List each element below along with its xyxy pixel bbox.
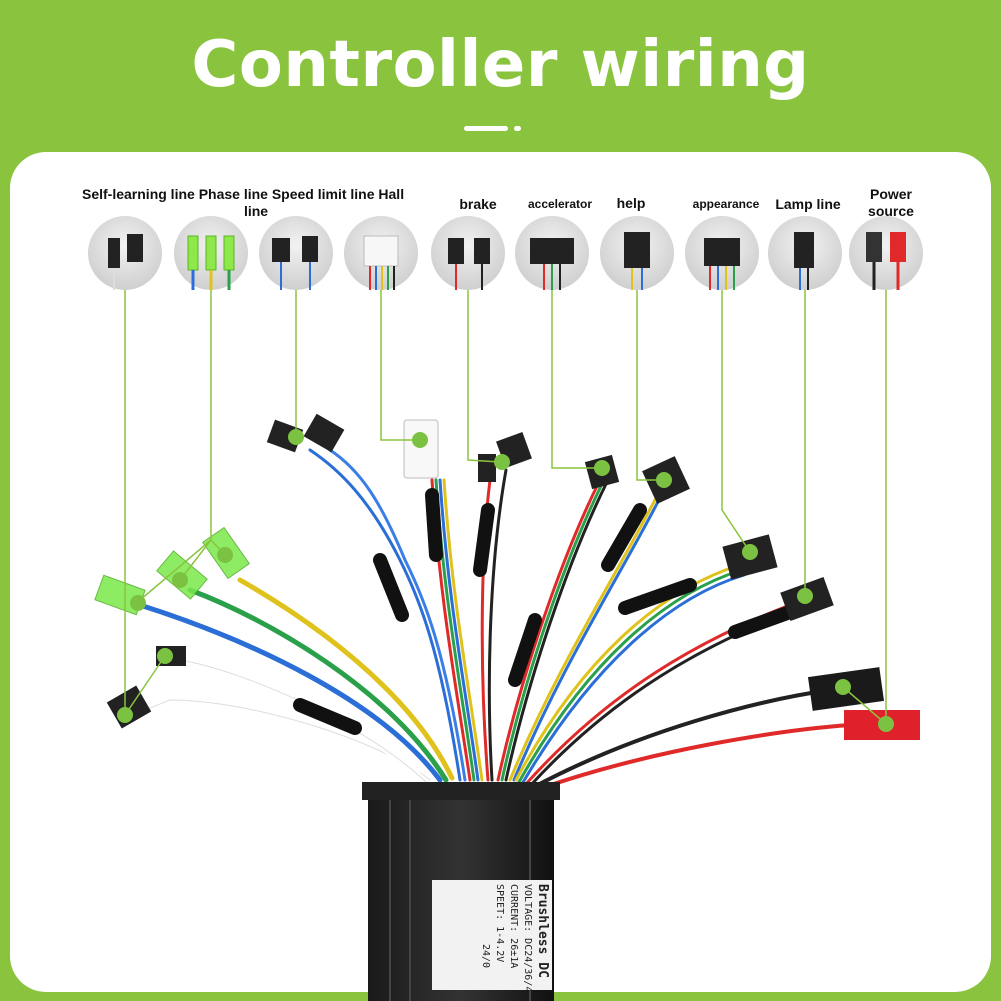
label-line: line (243, 203, 269, 219)
leader-appearance (721, 290, 751, 553)
thumb-appearance (685, 216, 759, 290)
wire-harness (137, 448, 852, 792)
wire-appear-yellow (514, 563, 742, 782)
dot-help (656, 472, 672, 488)
leader-hall (380, 290, 420, 441)
leader-lines (124, 290, 887, 725)
leader-accelerator (551, 290, 600, 469)
wire-phase-green (187, 587, 449, 783)
conn-brake-1 (478, 454, 496, 482)
controller-label-text: Brushless DC VOLTAGE: DC24/36/4 CURRENT:… (432, 880, 552, 990)
wire-brake-black (487, 468, 508, 782)
controller-box (362, 782, 560, 1001)
dot-phase-2 (172, 572, 188, 588)
wire-phase-blue (137, 602, 443, 783)
title-underline-dot (514, 126, 521, 131)
label-lamp-line: Lamp line (775, 196, 841, 212)
dot-power-1 (835, 679, 851, 695)
sleeve-lamp (728, 605, 797, 639)
sleeve-accel (508, 613, 542, 687)
controller-label (432, 880, 552, 990)
conn-speed-2 (303, 413, 345, 453)
wire-help-blue (512, 488, 666, 782)
label-model: 24/0 (480, 944, 491, 969)
leader-brake (467, 290, 501, 463)
thumb-self-learning (88, 216, 162, 290)
dot-self-learning-2 (157, 648, 173, 664)
wire-phase-yellow (237, 577, 455, 781)
wire-power-red (534, 723, 852, 792)
dot-brake (494, 454, 510, 470)
sleeve-help (601, 503, 647, 572)
marker-dots (117, 429, 894, 732)
sleeve-brake (473, 503, 495, 577)
label-brushless: Brushless DC (535, 884, 550, 978)
label-speet: SPEET: 1-4.2V (494, 884, 505, 963)
wire-hall-yellow (442, 478, 484, 782)
sleeve-appearance (618, 578, 697, 615)
wire-help-yellow (508, 488, 662, 782)
label-source: source (868, 203, 914, 219)
dot-self-learning-1 (117, 707, 133, 723)
sleeve-speed (373, 553, 409, 622)
leader-self-learning-2 (124, 655, 166, 716)
dot-power-2 (878, 716, 894, 732)
thumb-power (849, 216, 923, 290)
sleeve-white (293, 698, 362, 735)
conn-hall (403, 419, 439, 479)
heat-shrink-sleeves (293, 488, 797, 735)
thumb-accelerator (515, 216, 589, 290)
label-accelerator: accelerator (527, 197, 593, 211)
sleeve-hall (425, 488, 443, 562)
wire-accel-red (496, 478, 602, 782)
thumb-brake (431, 216, 505, 290)
thumb-speed-limit (259, 216, 333, 290)
leader-power-2 (842, 686, 887, 725)
label-help: help (616, 195, 646, 211)
label-voltage: VOLTAGE: DC24/36/4 (522, 884, 533, 990)
wire-appear-blue (520, 573, 746, 786)
conn-self-learning-1 (106, 685, 152, 729)
label-current: CURRENT: 26±1A (508, 884, 519, 969)
wire-power-black (530, 688, 832, 790)
controller-label-plate (432, 880, 552, 990)
dot-phase-1 (130, 595, 146, 611)
label-brake: brake (459, 196, 497, 212)
dot-lamp (797, 588, 813, 604)
title-underline (464, 126, 508, 131)
thumb-lamp (768, 216, 842, 290)
label-power: Power (869, 186, 912, 202)
wire-accel-green (500, 478, 606, 782)
dot-phase-3 (217, 547, 233, 563)
page-title: Controller wiring (191, 28, 810, 102)
dot-speed (288, 429, 304, 445)
wire-hall-blue (438, 478, 480, 782)
leader-help (636, 290, 664, 481)
controller-top-edge (362, 782, 560, 800)
wire-lamp-black (528, 608, 796, 788)
leader-phase-2 (179, 539, 212, 581)
wire-speed-blue-2 (328, 448, 467, 782)
label-appearance: appearance (692, 197, 760, 211)
wire-appear-green (517, 568, 744, 784)
dot-accelerator (594, 460, 610, 476)
thumb-phase (174, 216, 248, 290)
wire-accel-black (504, 478, 610, 782)
dot-hall (412, 432, 428, 448)
thumb-hall (344, 216, 418, 290)
thumb-help (600, 216, 674, 290)
label-self-learning-phase-speed-hall: Self-learning line Phase line Speed limi… (82, 186, 405, 202)
wire-speed-blue-1 (308, 448, 462, 782)
connector-thumbnails (88, 216, 923, 290)
dot-appearance (742, 544, 758, 560)
